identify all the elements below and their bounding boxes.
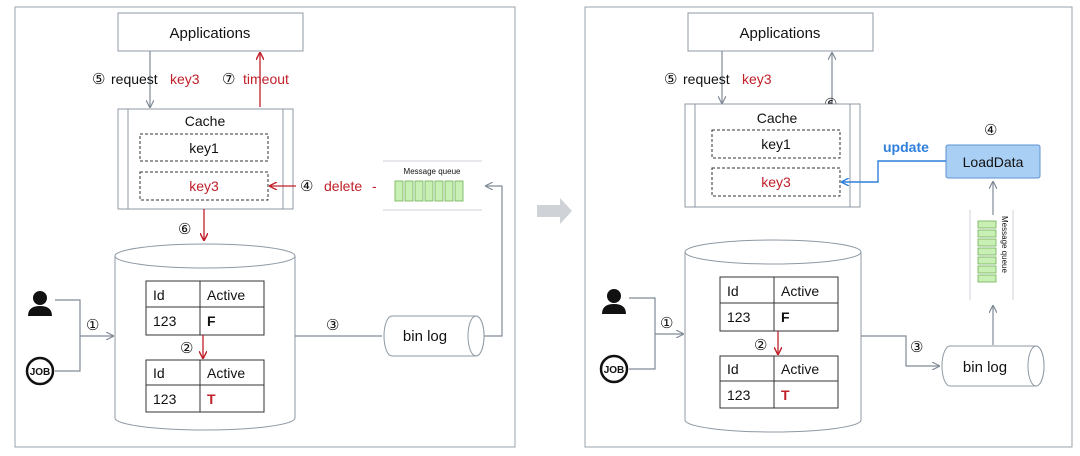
update-label: update xyxy=(883,139,929,155)
right-table-2: Id Active 123 T xyxy=(719,355,839,409)
right-cache-title: Cache xyxy=(757,110,798,126)
left-step5-text: request xyxy=(111,71,158,87)
right-step3-arrow xyxy=(861,335,939,366)
left-t1-v2: F xyxy=(207,313,216,329)
right-t1-v1: 123 xyxy=(727,309,751,325)
right-cache-box xyxy=(684,103,861,208)
right-step5-key: key3 xyxy=(742,71,772,87)
left-cache-title: Cache xyxy=(185,113,226,129)
right-binlog-cylinder xyxy=(941,345,1045,387)
right-step1-bracket xyxy=(629,297,656,370)
right-key3: key3 xyxy=(761,174,791,190)
right-applications-box xyxy=(687,12,874,52)
update-arrow xyxy=(842,160,946,182)
left-t1-h2: Active xyxy=(207,287,245,303)
left-key1-box xyxy=(139,133,269,162)
right-applications-label: Applications xyxy=(740,25,821,42)
left-table-2: Id Active 123 T xyxy=(145,359,265,413)
left-step4-text: delete xyxy=(324,178,362,194)
left-panel: Applications ⑤ request key3 ⑦ timeout Ca… xyxy=(14,6,516,448)
left-key3: key3 xyxy=(189,178,219,194)
right-panel-frame xyxy=(584,6,1073,448)
svg-text:JOB: JOB xyxy=(604,365,625,376)
right-t2-v2: T xyxy=(781,387,790,403)
user-icon xyxy=(28,291,52,316)
left-binlog-label: bin log xyxy=(403,328,447,345)
left-t2-v2: T xyxy=(207,391,216,407)
right-binlog-label: bin log xyxy=(963,359,1007,376)
job-icon: JOB xyxy=(25,356,55,386)
right-mq-label: Message queue xyxy=(1000,216,1009,273)
right-t2-h2: Active xyxy=(781,361,819,377)
right-step4-num: ④ xyxy=(984,122,997,139)
transition-arrow xyxy=(537,198,572,224)
left-step6-num: ⑥ xyxy=(178,221,191,238)
left-binlog-cylinder xyxy=(383,315,485,357)
right-key1: key1 xyxy=(761,136,791,152)
right-mq-cells xyxy=(977,220,997,283)
right-step3-num: ③ xyxy=(910,339,923,356)
left-t1-v1: 123 xyxy=(153,313,177,329)
left-step7-text: timeout xyxy=(243,71,289,87)
right-key1-box xyxy=(711,129,841,159)
right-step5-num: ⑤ xyxy=(664,71,677,88)
right-step1-num: ① xyxy=(660,315,673,332)
loaddata-label: LoadData xyxy=(963,154,1024,170)
left-step1-num: ① xyxy=(86,317,99,334)
left-step5-key: key3 xyxy=(170,71,200,87)
right-t1-v2: F xyxy=(781,309,790,325)
right-t1-h1: Id xyxy=(727,283,739,299)
right-step5-text: request xyxy=(683,71,730,87)
left-t2-v1: 123 xyxy=(153,391,177,407)
right-job-icon: JOB xyxy=(599,354,629,384)
left-step1-bracket xyxy=(55,299,81,372)
right-user-icon xyxy=(602,289,626,314)
left-binlog-to-mq-arrow xyxy=(484,186,503,337)
left-applications-box xyxy=(117,12,304,52)
right-table-1: Id Active 123 F xyxy=(719,276,839,332)
right-t2-h1: Id xyxy=(727,361,739,377)
left-t1-h1: Id xyxy=(153,287,165,303)
right-key3-box xyxy=(711,167,841,197)
left-step4-num: ④ xyxy=(300,178,313,195)
left-key1: key1 xyxy=(189,140,219,156)
left-key3-box xyxy=(139,171,269,201)
right-step2-num: ② xyxy=(754,337,767,354)
left-step4-dash: - xyxy=(372,178,377,194)
left-mq-cells xyxy=(394,180,464,202)
right-t2-v1: 123 xyxy=(727,387,751,403)
svg-text:JOB: JOB xyxy=(30,367,51,378)
left-step5-num: ⑤ xyxy=(92,71,105,88)
left-step2-num: ② xyxy=(180,340,193,357)
left-t2-h2: Active xyxy=(207,365,245,381)
left-table-1: Id Active 123 F xyxy=(145,280,265,336)
left-panel-frame xyxy=(14,6,516,448)
left-applications-label: Applications xyxy=(170,25,251,42)
left-step7-num: ⑦ xyxy=(222,71,235,88)
right-panel: Applications ⑤ request key3 ⑥ Cache key1… xyxy=(584,6,1073,448)
left-step3-num: ③ xyxy=(326,317,339,334)
left-t2-h1: Id xyxy=(153,365,165,381)
left-cache-box xyxy=(117,108,294,210)
right-t1-h2: Active xyxy=(781,283,819,299)
left-mq-label: Message queue xyxy=(404,167,461,176)
